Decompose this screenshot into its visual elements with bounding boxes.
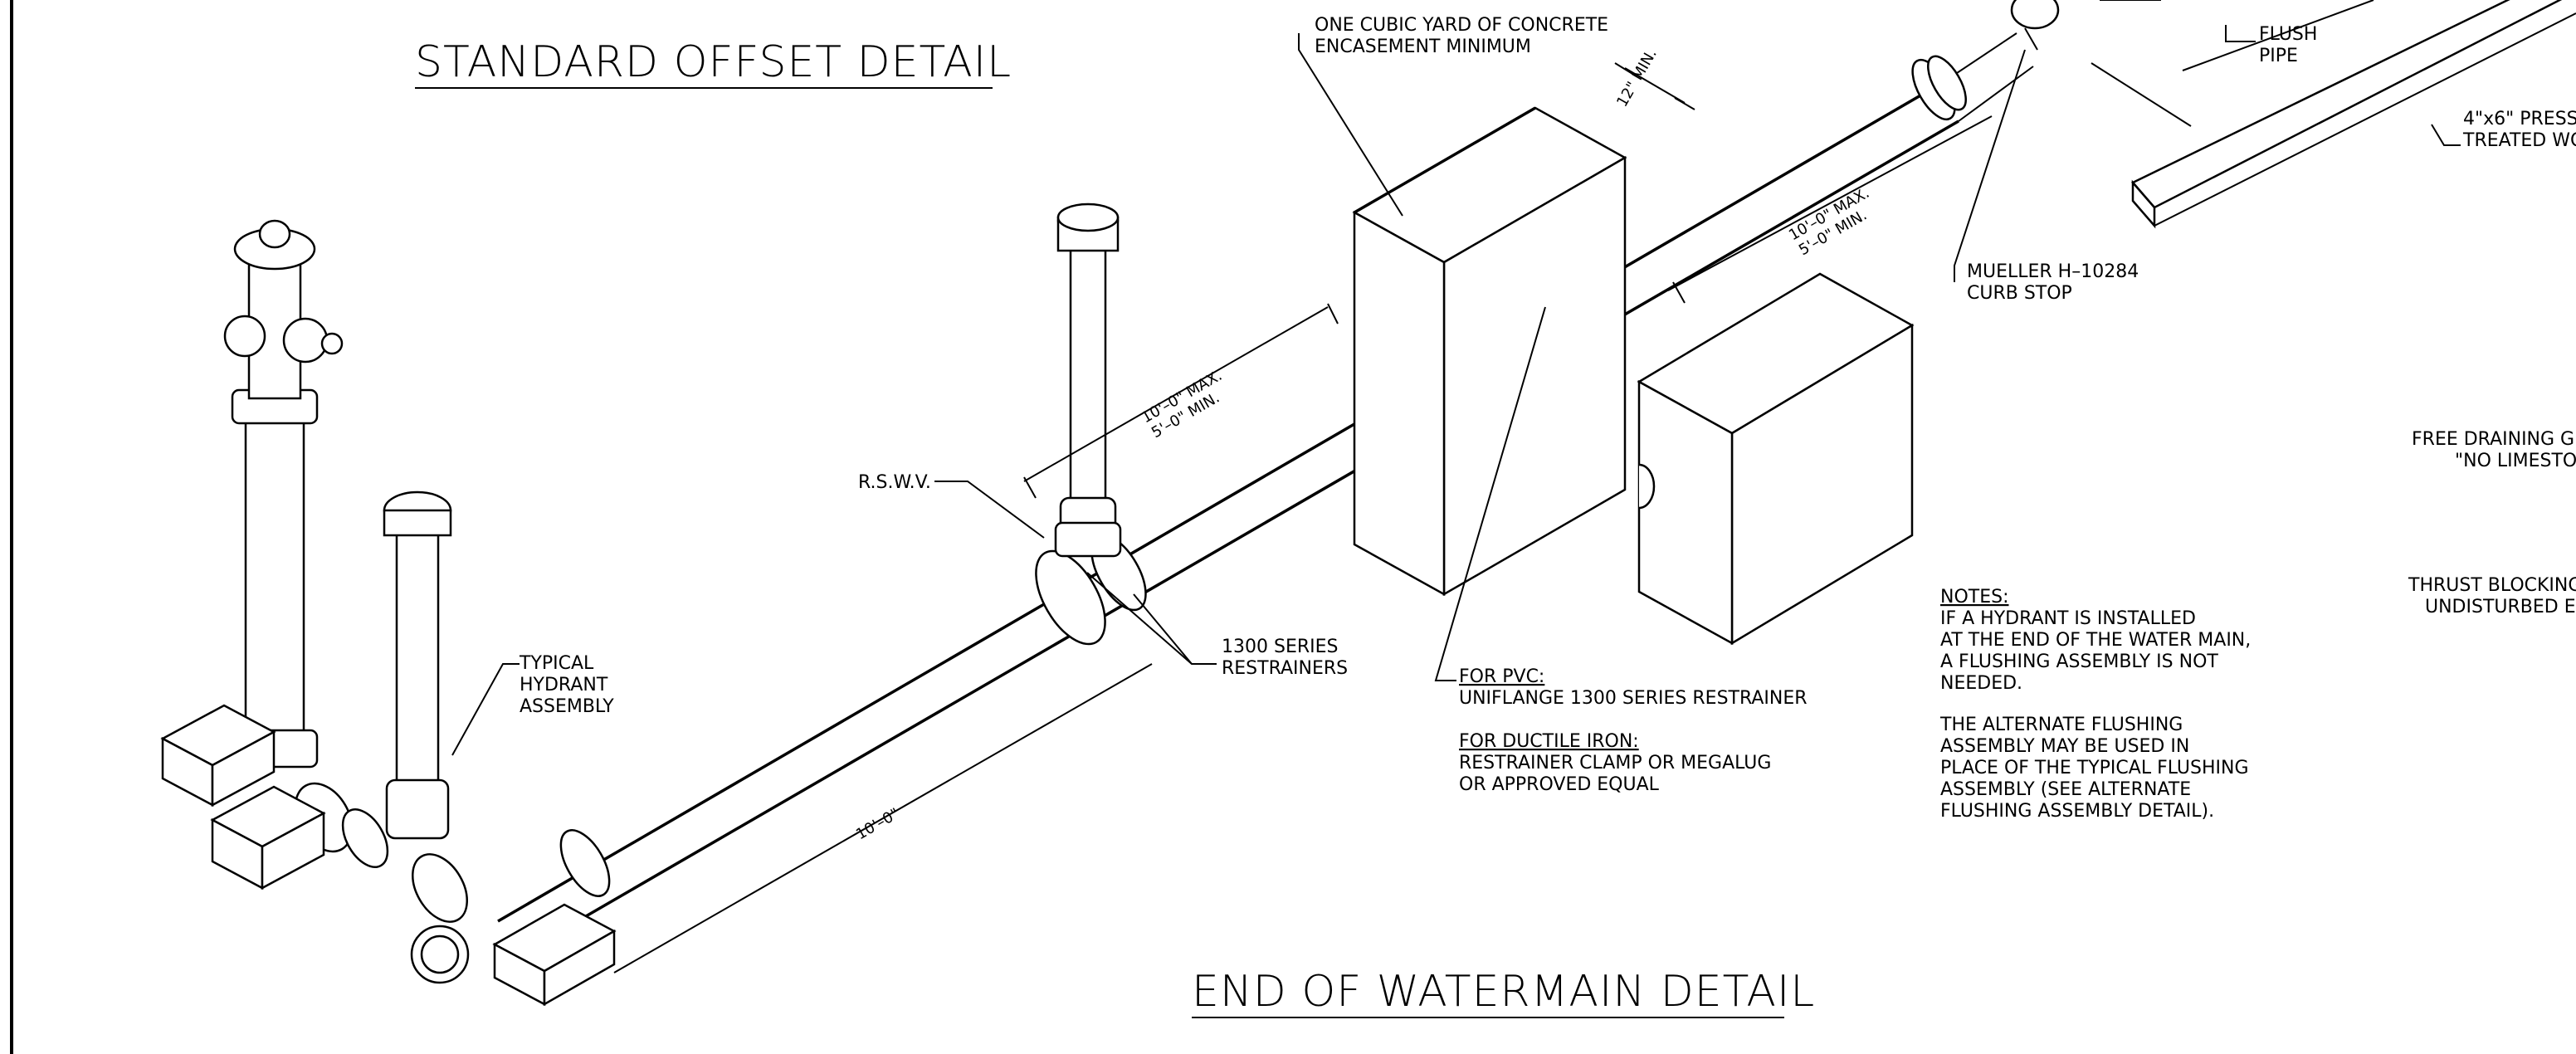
hydrant-thrust-blocks [160,704,617,1007]
concrete-encasement-label: ENCASEMENT MINIMUM [1315,37,1531,57]
dimension-12-min: 12" MIN. [1613,46,1661,110]
notes-line: ASSEMBLY MAY BE USED IN [1940,736,2189,757]
notes-line: NEEDED. [1940,673,2022,694]
pvc-heading: FOR PVC: [1459,666,1544,687]
notes-line: FLUSHING ASSEMBLY DETAIL). [1940,801,2214,822]
notes-block: NOTES: IF A HYDRANT IS INSTALLED AT THE … [1939,587,2251,822]
curb-stop-label: MUELLER H–10284 [1967,261,2139,282]
hydrant-assembly-label: HYDRANT [520,675,608,695]
notes-line: PLACE OF THE TYPICAL FLUSHING [1940,758,2249,778]
dimension-ten-feet: 10'–0" [853,805,903,843]
notes-line: ASSEMBLY (SEE ALTERNATE [1940,779,2191,800]
hydrant-assembly-label: ASSEMBLY [520,696,614,717]
leader-lines [451,25,2461,756]
pvc-note: UNIFLANGE 1300 SERIES RESTRAINER [1459,688,1808,709]
flush-pipe [2091,0,2374,127]
restrainers-label: 1300 SERIES [1222,637,1339,657]
curb-stop [2010,0,2060,51]
flushing-riser [383,490,452,840]
thrust-blocking-label: UNDISTURBED E [2425,597,2576,617]
curb-stop-label: CURB STOP [1967,283,2072,304]
notes-heading: NOTES: [1940,587,2009,608]
treated-wood-label: TREATED WO [2462,130,2576,151]
title-end-of-watermain-detail: END OF WATERMAIN DETAIL [1192,967,1815,1017]
ductile-iron-note: RESTRAINER CLAMP OR MEGALUG [1459,753,1771,773]
notes-line: A FLUSHING ASSEMBLY IS NOT [1940,651,2218,672]
title-standard-offset-detail: STANDARD OFFSET DETAIL [415,37,1012,87]
concrete-encasement [1352,106,1627,597]
rswv-label: R.S.W.V. [858,472,931,493]
notes-line: IF A HYDRANT IS INSTALLED [1940,608,2196,629]
dimension-lines [613,62,1993,973]
flush-pipe-label: FLUSH [2259,24,2317,45]
thrust-blocking-label: THRUST BLOCKING [2408,575,2576,596]
treated-wood-label: 4"x6" PRESS [2463,109,2576,129]
notes-line: AT THE END OF THE WATER MAIN, [1940,630,2251,651]
concrete-encasement-label: ONE CUBIC YARD OF CONCRETE [1315,15,1608,36]
ductile-iron-heading: FOR DUCTILE IRON: [1459,731,1639,752]
treated-wood-block [2130,0,2576,229]
restrainers-label: RESTRAINERS [1222,658,1348,679]
notes-line: THE ALTERNATE FLUSHING [1939,715,2183,735]
flush-pipe-label: PIPE [2259,46,2298,66]
thrust-block [1637,272,1915,646]
free-draining-label: FREE DRAINING G [2412,429,2574,450]
ductile-iron-note: OR APPROVED EQUAL [1459,774,1660,795]
rswv-valve [1054,203,1122,558]
fire-hydrant [223,219,344,769]
free-draining-label: "NO LIMESTO [2455,451,2576,471]
hydrant-assembly-label: TYPICAL [519,653,594,674]
